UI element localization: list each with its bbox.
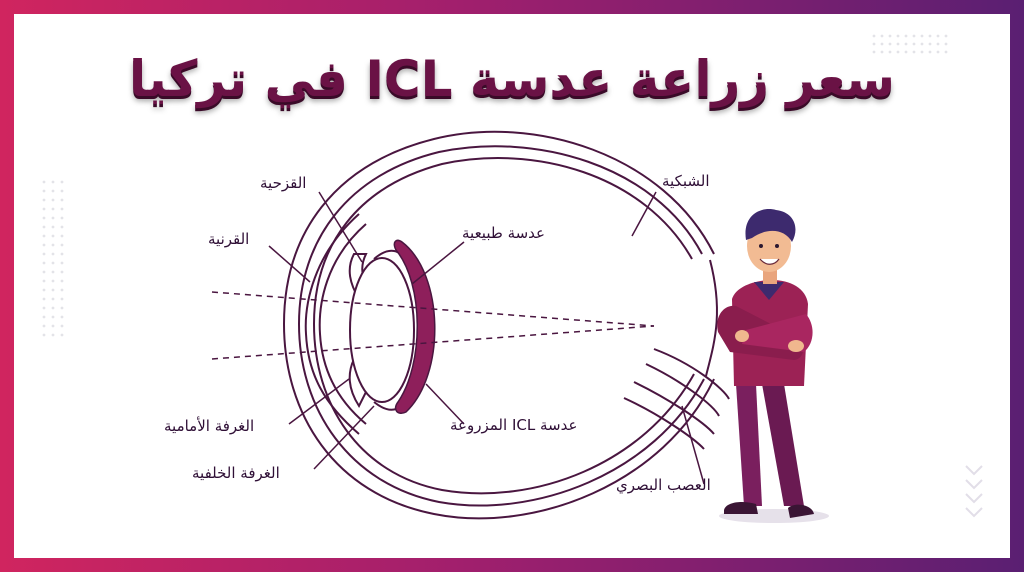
sclera-outer [282, 130, 715, 520]
label-implanted-icl: عدسة ICL المزروعة [450, 416, 578, 434]
label-cornea: القرنية [208, 230, 250, 248]
label-natural-lens: عدسة طبيعية [462, 224, 545, 242]
light-ray-bottom [211, 325, 655, 360]
person-illustration-icon [717, 209, 829, 523]
infographic-card: سعر زراعة عدسة ICL في تركيا [14, 14, 1010, 558]
page-title: سعر زراعة عدسة ICL في تركيا [129, 50, 895, 108]
eye-diagram [211, 130, 983, 523]
label-optic-nerve: العصب البصري [616, 476, 711, 494]
label-posterior-chamber: الغرفة الخلفية [192, 464, 280, 482]
label-iris: القزحية [260, 174, 307, 192]
label-retina: الشبكية [662, 172, 710, 190]
light-ray-top [211, 291, 655, 327]
retina-line [312, 157, 695, 495]
icl-lens [393, 239, 436, 414]
chevron-pattern-icon [965, 465, 983, 518]
sclera-inner [297, 145, 705, 507]
optic-nerve [705, 259, 719, 377]
label-anterior-chamber: الغرفة الأمامية [164, 417, 255, 435]
natural-lens [349, 257, 415, 403]
cornea [304, 213, 360, 435]
